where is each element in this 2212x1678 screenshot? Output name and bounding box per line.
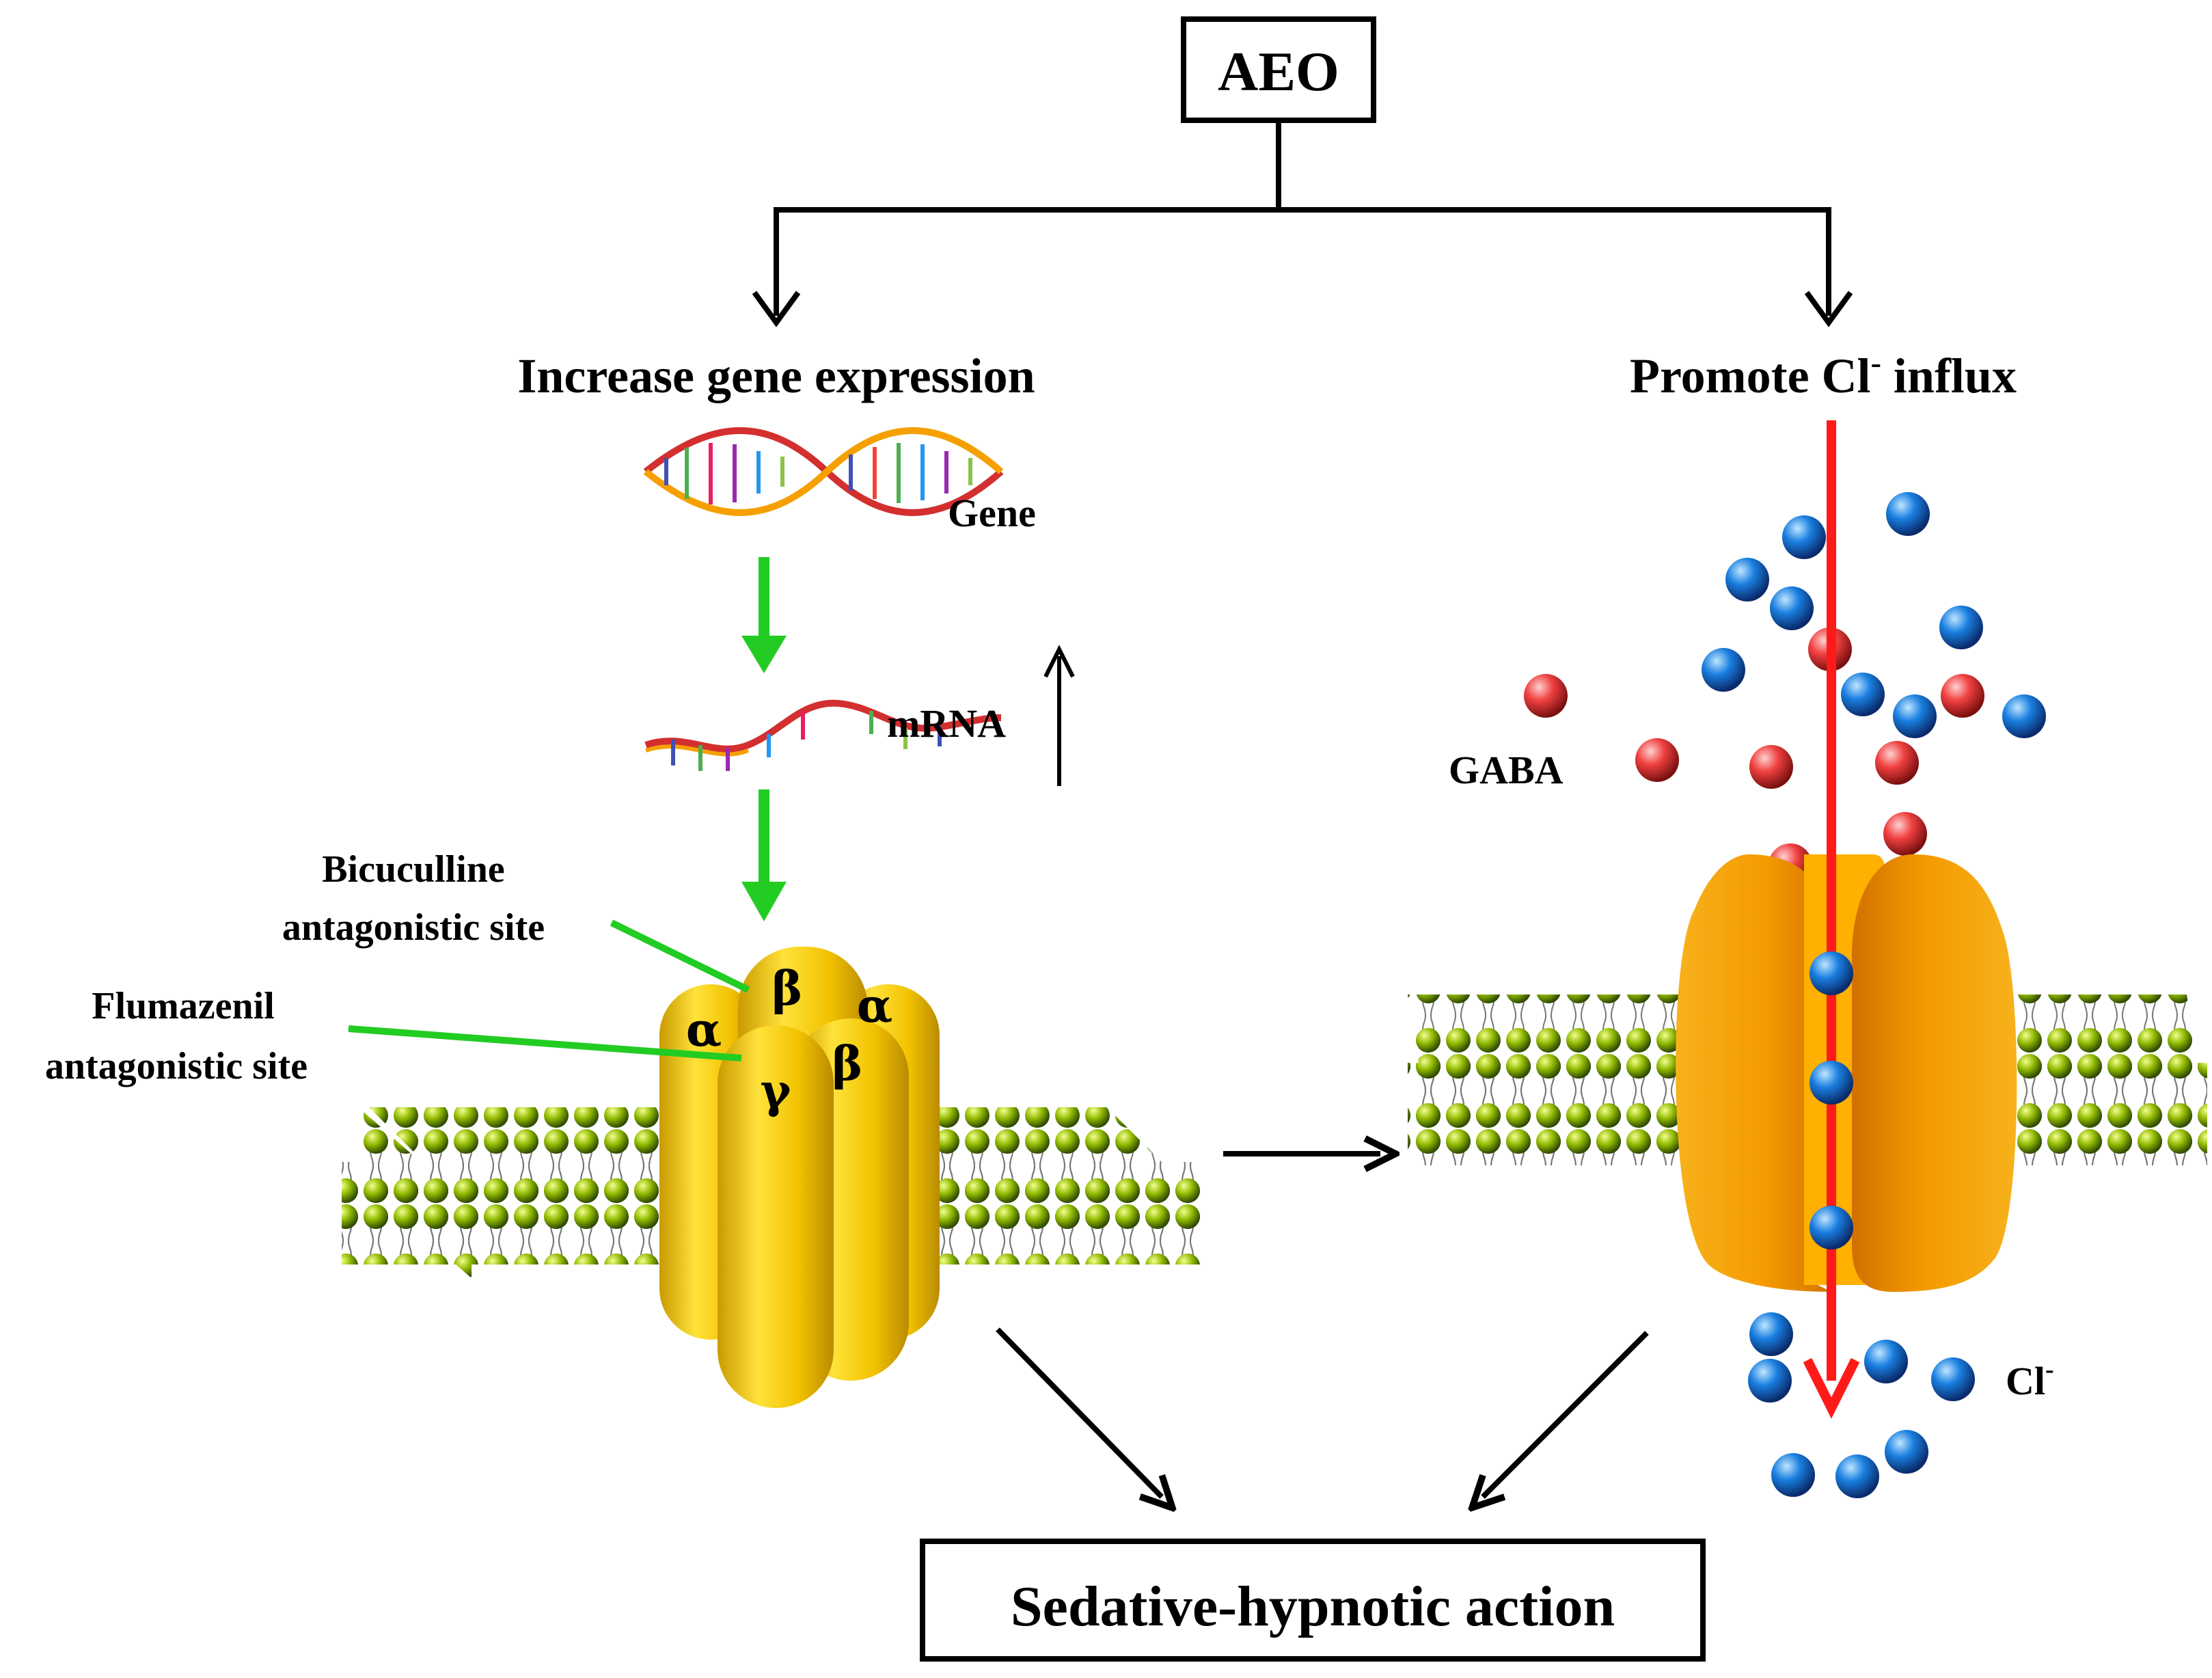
beta-front-label: β (832, 1037, 862, 1092)
gabaa-chloride-channel (1676, 854, 2017, 1292)
dna-helix-icon (643, 427, 1004, 516)
branch-arrowheads (752, 290, 1853, 327)
chloride-ion (1835, 1454, 1879, 1498)
gaba-label: GABA (1449, 748, 1564, 792)
flumazenil-site-annotation: Flumazenil antagonistic site (45, 985, 742, 1087)
chloride-ion (1770, 586, 1814, 630)
gaba-molecules (1524, 627, 1984, 887)
left-branch-title: Increase gene expression (517, 349, 1035, 403)
green-arrow-mrna-to-receptor (741, 789, 787, 921)
chloride-label: Cl- (2006, 1355, 2054, 1403)
gaba-molecule (1749, 745, 1793, 789)
node-aeo-label: AEO (1218, 40, 1339, 103)
chloride-ion (1810, 951, 1853, 995)
channel-left-half (1676, 854, 1838, 1292)
chloride-ions-inside (1748, 1312, 1975, 1498)
chloride-ion (1782, 515, 1826, 559)
chloride-ion (2002, 694, 2046, 738)
beta-top-label: β (772, 962, 802, 1016)
left-membrane-front (342, 1162, 1203, 1264)
alpha-right-label: α (857, 979, 892, 1033)
mrna-strand-icon (644, 699, 1002, 771)
gabaa-receptor: α β α γ β (659, 947, 940, 1408)
chloride-ion (1841, 673, 1885, 716)
chloride-ion (1749, 1312, 1793, 1356)
flumazenil-label-line2: antagonistic site (45, 1045, 308, 1087)
branch-connector (774, 120, 1831, 316)
chloride-ions-in-channel (1810, 951, 1853, 1249)
gaba-molecule (1883, 812, 1927, 856)
gaba-molecule (1941, 674, 1984, 718)
bicuculline-label-line1: Bicuculline (322, 848, 505, 891)
node-sedative-hypnotic-label: Sedative-hypnotic action (1011, 1575, 1615, 1638)
arrow-left-to-outcome (996, 1327, 1162, 1497)
chloride-ion (1771, 1453, 1815, 1497)
flumazenil-label-line1: Flumazenil (92, 985, 275, 1027)
bicuculline-site-annotation: Bicuculline antagonistic site (282, 848, 750, 993)
chloride-ion (1702, 648, 1745, 692)
gamma-label: γ (761, 1064, 792, 1119)
chloride-ion (1886, 492, 1930, 536)
mrna-label: mRNA (887, 701, 1006, 746)
chloride-ion (1864, 1340, 1908, 1383)
channel-right-half (1852, 854, 2017, 1292)
right-membrane-front (1408, 1063, 2207, 1165)
chloride-ion (1939, 606, 1983, 649)
arrow-right-to-outcome (1483, 1331, 1649, 1497)
green-arrow-gene-to-mrna (741, 557, 787, 673)
chloride-ion (1893, 694, 1937, 738)
chloride-ion (1810, 1206, 1853, 1249)
gaba-molecule (1875, 741, 1919, 785)
gene-label: Gene (948, 491, 1036, 535)
node-sedative-hypnotic: Sedative-hypnotic action (920, 1539, 1706, 1662)
subunit-gamma (718, 1025, 834, 1408)
chloride-ion (1931, 1357, 1975, 1401)
right-branch-title: Promote Cl- influx (1630, 345, 2017, 403)
chloride-ions-outside (1702, 492, 2046, 738)
bicuculline-label-line2: antagonistic site (282, 906, 545, 949)
alpha-left-label: α (686, 1003, 722, 1057)
chloride-ion (1748, 1359, 1792, 1403)
chloride-ion (1810, 1061, 1853, 1105)
node-aeo: AEO (1181, 16, 1376, 123)
up-arrow-icon (1043, 645, 1075, 786)
chloride-ion (1725, 558, 1769, 601)
chloride-ion (1885, 1430, 1928, 1474)
gaba-molecule (1524, 674, 1568, 718)
gaba-molecule (1635, 738, 1679, 782)
